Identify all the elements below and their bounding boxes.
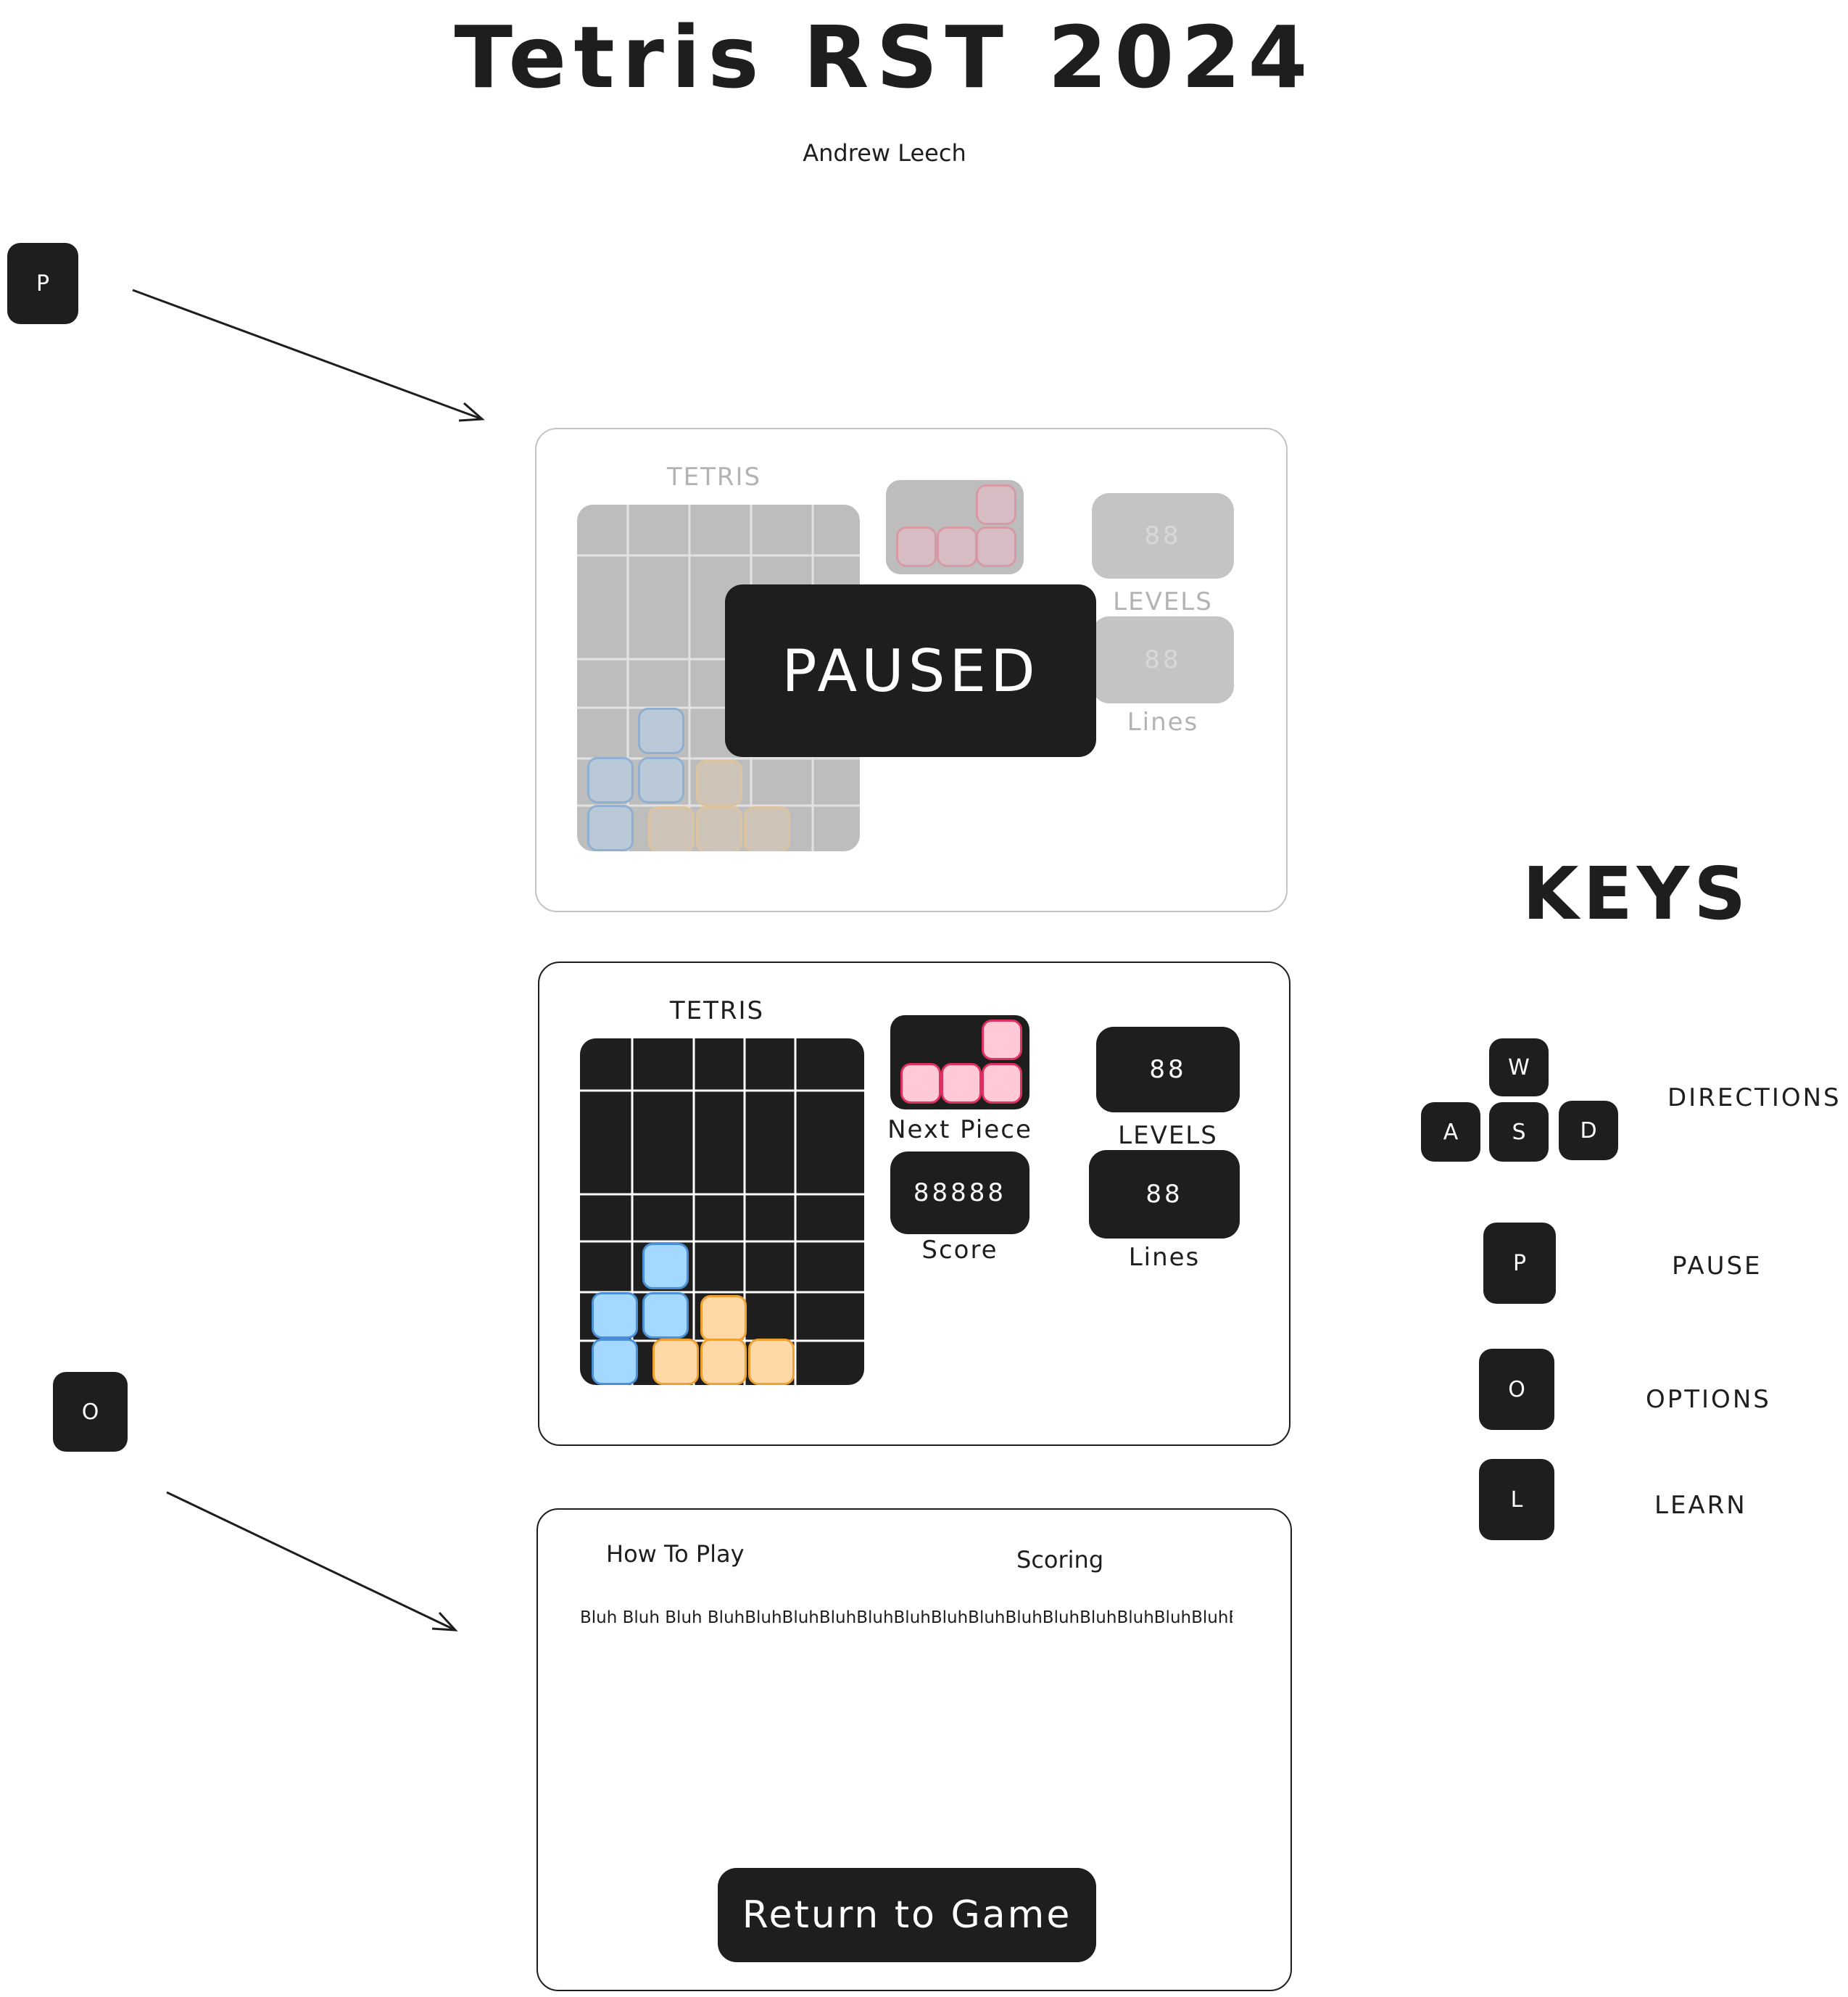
game-board[interactable] [580,1038,864,1385]
key-w[interactable]: W [1489,1038,1549,1096]
paused-lines-box: 88 [1092,616,1234,703]
block-orange [652,1339,699,1385]
key-l[interactable]: L [1479,1459,1554,1540]
paused-next-piece [886,480,1024,574]
block-blue [642,1243,689,1289]
paused-logo: TETRIS [666,463,762,492]
learn-label: LEARN [1654,1491,1747,1520]
levels-box: 88 [1096,1027,1240,1112]
paused-overlay: PAUSED [725,584,1096,757]
paused-levels-box: 88 [1092,493,1234,579]
keys-heading: KEYS [1522,851,1751,936]
levels-label: LEVELS [1118,1121,1218,1150]
block-orange [700,1339,747,1385]
block-orange [744,806,790,851]
block-orange [696,806,742,851]
key-a[interactable]: A [1421,1102,1480,1162]
block-orange [696,760,742,806]
block-pink [896,526,937,567]
key-o[interactable]: O [1479,1349,1554,1430]
block-blue [642,1292,689,1339]
block-blue [638,757,684,803]
lines-label: Lines [1128,1243,1201,1272]
next-piece-label: Next Piece [887,1115,1032,1144]
block-orange [748,1339,795,1385]
pause-label: PAUSE [1672,1252,1762,1281]
arrowhead-pause [458,402,485,422]
next-piece-box [890,1015,1029,1109]
arrowhead-options [431,1611,458,1632]
key-s[interactable]: S [1489,1102,1549,1162]
paused-lines-label: Lines [1127,708,1199,737]
instructions-text: Bluh Bluh Bluh BluhBluhBluhBluhBluhBluhB… [580,1608,1232,1627]
page-title: Tetris RST 2024 [454,7,1315,107]
block-pink [976,484,1016,525]
block-blue [587,805,634,851]
how-to-play-heading: How To Play [606,1540,745,1568]
author-name: Andrew Leech [803,139,966,167]
block-pink [937,526,977,567]
block-blue [587,757,634,803]
block-pink [941,1063,982,1104]
block-pink [976,526,1016,567]
game-logo: TETRIS [669,996,765,1025]
score-box: 88888 [890,1152,1029,1234]
key-p[interactable]: P [1483,1223,1556,1304]
score-label: Score [921,1236,998,1265]
arrow-options [166,1491,456,1632]
scoring-heading: Scoring [1016,1546,1104,1574]
block-blue [592,1292,638,1339]
block-blue [592,1339,638,1385]
flow-key-p[interactable]: P [7,243,78,324]
directions-label: DIRECTIONS [1667,1083,1841,1112]
block-pink [982,1063,1022,1104]
key-d[interactable]: D [1559,1101,1618,1160]
block-orange [648,806,695,851]
block-pink [982,1020,1022,1060]
options-label: OPTIONS [1646,1385,1771,1414]
return-to-game-button[interactable]: Return to Game [718,1868,1096,1962]
arrow-pause [132,289,483,421]
lines-box: 88 [1089,1150,1240,1239]
block-blue [638,708,684,754]
block-orange [700,1295,747,1341]
paused-levels-label: LEVELS [1113,587,1213,616]
block-pink [900,1063,941,1104]
flow-key-o[interactable]: O [53,1372,128,1452]
